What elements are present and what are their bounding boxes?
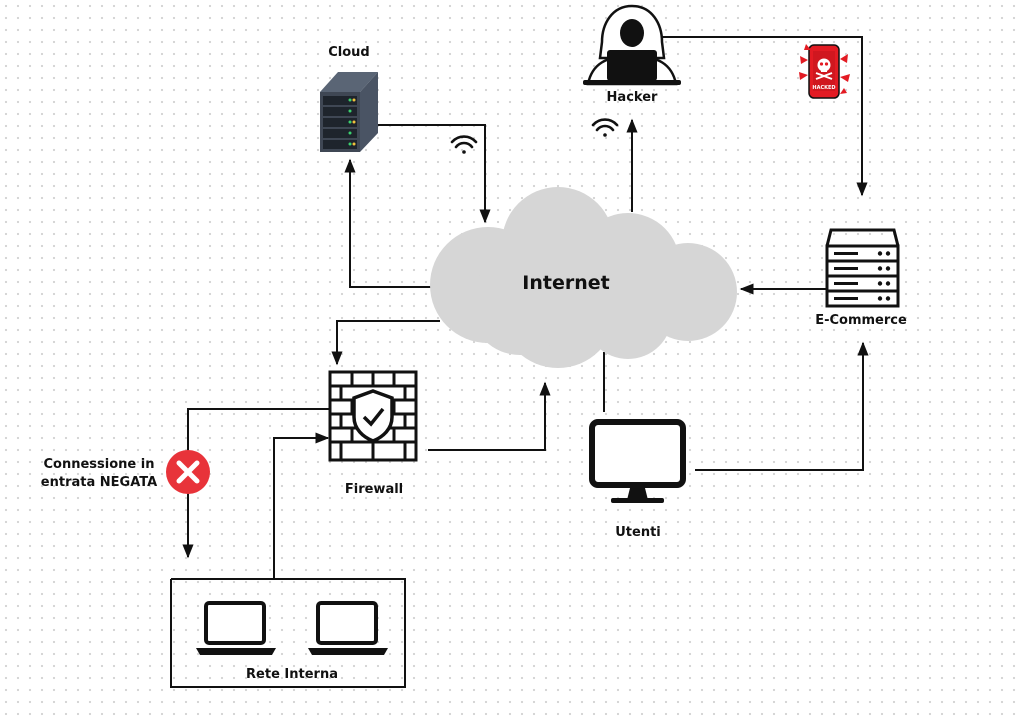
denied-connection-label: Connessione in entrata NEGATA <box>41 456 157 492</box>
connector-hacker-to-ecommerce <box>650 36 868 197</box>
cloud-label: Cloud <box>328 45 370 60</box>
internal-network-frame <box>170 578 406 688</box>
internal-network-label: Rete Interna <box>246 667 338 682</box>
hacker-label: Hacker <box>606 90 658 105</box>
firewall-label: Firewall <box>344 482 404 497</box>
hacked-phone-icon: HACKED <box>799 44 850 99</box>
laptop-icon <box>308 601 388 655</box>
internet-label: Internet <box>522 272 610 294</box>
monitor-icon <box>589 419 686 503</box>
connector-firewall-to-internet <box>428 381 551 451</box>
denied-connection-line-2: entrata NEGATA <box>40 475 158 490</box>
firewall-icon <box>328 370 418 462</box>
connector-users-to-ecommerce <box>695 341 869 471</box>
wifi-icon <box>450 135 478 154</box>
denied-connection-line-1: Connessione in <box>43 457 155 472</box>
server-rack-icon <box>320 72 378 152</box>
connector-firewall-denied-inbound <box>182 408 330 559</box>
ecommerce-server-icon <box>825 228 900 308</box>
ecommerce-label: E-Commerce <box>815 313 907 328</box>
connector-internet-to-firewall <box>331 320 440 366</box>
wifi-icon <box>591 118 619 137</box>
connector-cloud-to-internet <box>375 124 491 224</box>
connectors <box>182 36 869 578</box>
connector-lan-to-firewall <box>273 432 330 578</box>
users-label: Utenti <box>615 525 661 540</box>
laptop-icon <box>196 601 276 655</box>
hacker-icon <box>583 4 681 86</box>
deny-icon <box>166 450 210 494</box>
connector-internet-to-cloud <box>344 158 432 288</box>
phone-badge-text: HACKED <box>812 85 835 91</box>
internet-cloud <box>430 187 737 368</box>
